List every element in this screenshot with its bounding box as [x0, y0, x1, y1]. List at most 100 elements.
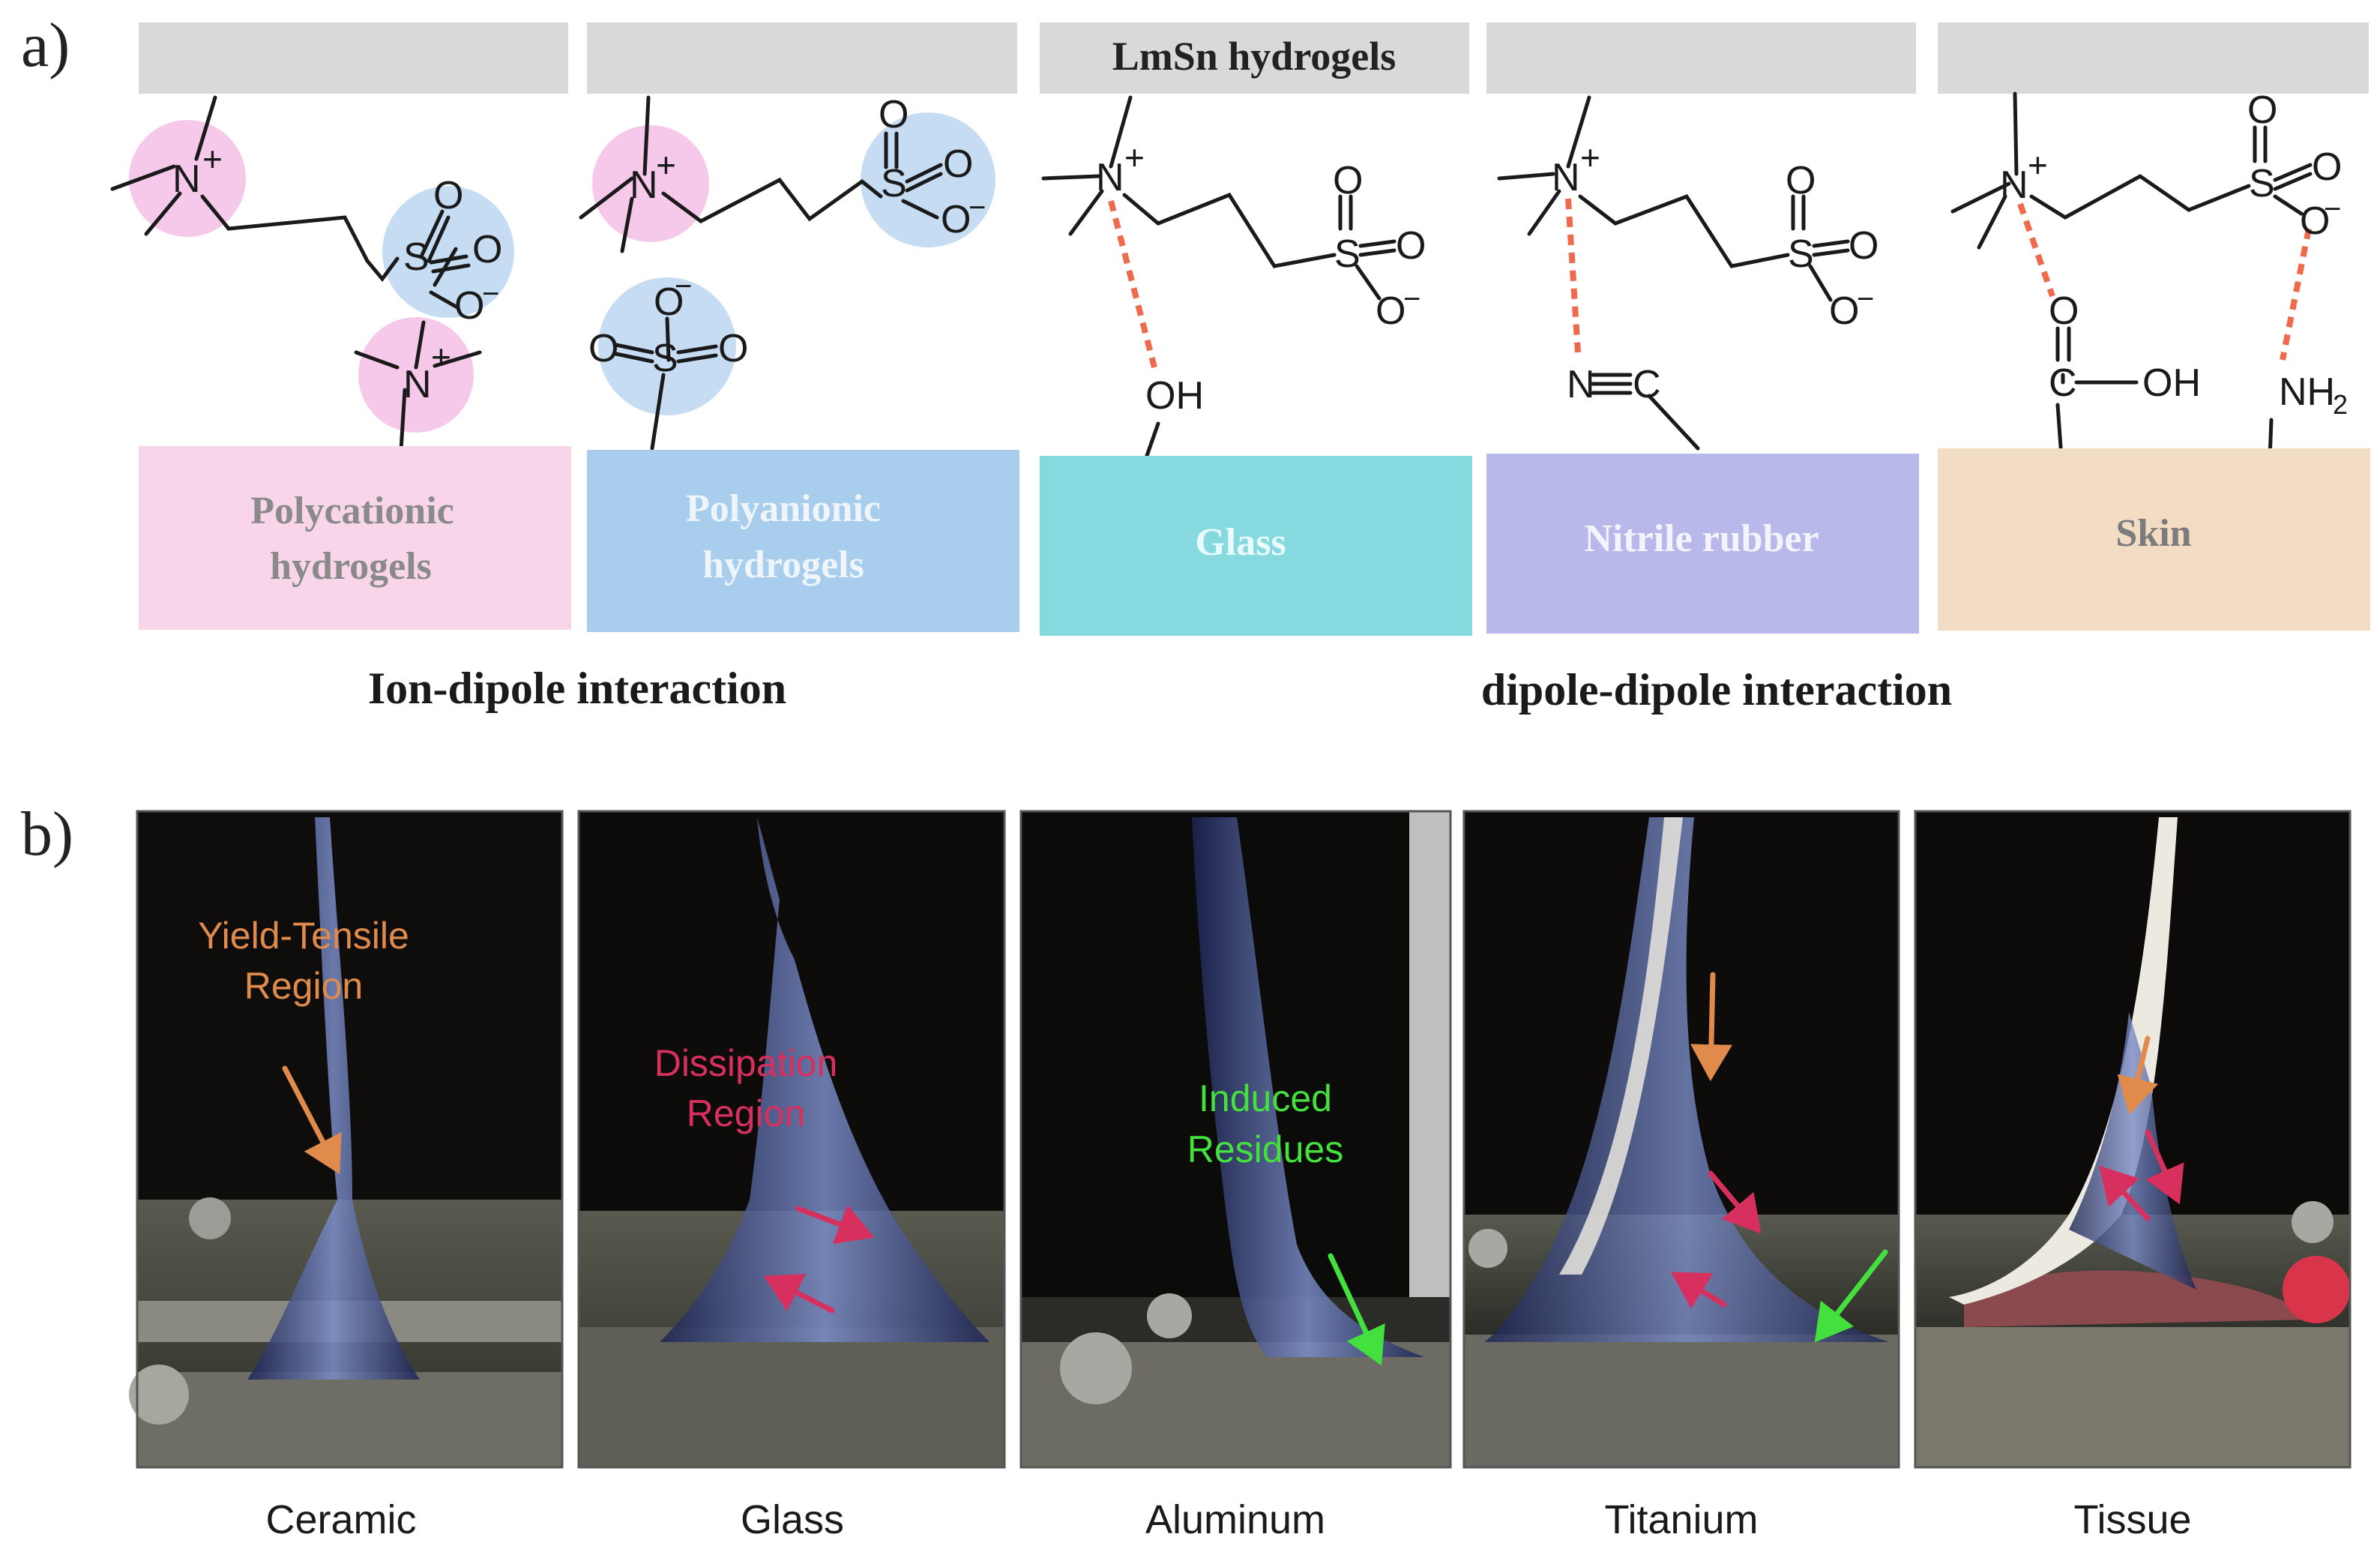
oxygen-label: O	[1786, 159, 1816, 202]
box-glass	[1040, 456, 1472, 636]
caption-titanium: Titanium	[1604, 1497, 1758, 1542]
oxygen-label: O	[472, 228, 502, 271]
oxygen-label: O	[2247, 88, 2277, 132]
header-bar-5	[1938, 22, 2369, 94]
carbonyl-c-label: C	[2049, 361, 2077, 405]
minus-label: −	[1857, 283, 1874, 316]
annotation-arrows	[282, 972, 2184, 1366]
minus-label: −	[675, 270, 692, 303]
caption-aluminum: Aluminum	[1145, 1497, 1325, 1542]
cation-circle-3	[592, 125, 709, 242]
header-bar-1	[139, 22, 568, 94]
nitrogen-label: N	[2000, 163, 2028, 207]
dissipation-arrow	[763, 1273, 835, 1314]
oxygen-minus-label: O	[454, 284, 484, 328]
dissipation-arrow	[795, 1204, 875, 1245]
oxygen-label: O	[1396, 224, 1426, 268]
interaction-label-ion-dipole: Ion-dipole interaction	[368, 664, 786, 713]
residue-label-line1: Induced	[1199, 1077, 1332, 1119]
sulfur-label: S	[403, 235, 430, 279]
oxygen-label: O	[2312, 145, 2342, 189]
header-bars: LmSn hydrogels	[139, 22, 2369, 94]
photo-glass	[577, 810, 1006, 1469]
header-bar-4	[1486, 22, 1916, 94]
oxygen-label: O	[718, 327, 748, 370]
minus-label: −	[482, 277, 499, 310]
hydroxyl-label: OH	[1145, 374, 1204, 418]
box-polycationic-line1: Polycationic	[250, 490, 454, 532]
annotation-labels: Yield-Tensile Region Dissipation Region …	[198, 915, 1343, 1170]
caption-ceramic: Ceramic	[265, 1497, 416, 1542]
bond-skeletons	[110, 91, 2313, 469]
residue-arrow	[1814, 1249, 1888, 1343]
dissipation-arrow	[1708, 1170, 1762, 1234]
nitrogen-label: N	[1552, 156, 1580, 199]
sulfur-label: S	[652, 337, 678, 380]
oxygen-minus-label: O	[941, 198, 971, 241]
minus-label: −	[2324, 193, 2341, 226]
minus-label: −	[1403, 283, 1421, 316]
cation-circle-1	[129, 120, 246, 237]
yield-arrow	[282, 1065, 342, 1175]
yield-label-line2: Region	[244, 965, 363, 1007]
nitrile-n-label: N	[1567, 363, 1595, 406]
plus-label: +	[202, 139, 223, 178]
panel-b-label: b)	[21, 799, 73, 869]
sulfur-label: S	[881, 162, 907, 205]
caption-tissue: Tissue	[2073, 1497, 2191, 1542]
interaction-label-dipole-dipole: dipole-dipole interaction	[1481, 665, 1952, 715]
dashed-interactions	[1108, 198, 2312, 369]
caption-glass: Glass	[741, 1497, 844, 1542]
plus-label: +	[1580, 138, 1600, 177]
oxygen-label: O	[2049, 289, 2079, 333]
box-skin-label: Skin	[2115, 512, 2191, 555]
photo-captions: Ceramic Glass Aluminum Titanium Tissue	[265, 1497, 2191, 1542]
plus-label: +	[431, 337, 451, 376]
box-skin	[1938, 448, 2370, 631]
box-nitrile-label: Nitrile rubber	[1584, 517, 1819, 560]
header-bar-2	[587, 22, 1017, 94]
box-nitrile	[1486, 454, 1919, 634]
box-glass-label: Glass	[1195, 521, 1286, 564]
sulfur-label: S	[1788, 232, 1814, 276]
dissipation-arrow	[2099, 1165, 2151, 1221]
nitrogen-label: N	[403, 363, 432, 406]
amine-label: NH	[2279, 370, 2335, 414]
box-polycationic	[139, 446, 571, 630]
dissipation-arrow	[1671, 1272, 1727, 1309]
yield-arrow	[2117, 1035, 2159, 1115]
dissipation-arrow	[2145, 1129, 2184, 1205]
oxygen-minus-label: O	[2300, 199, 2330, 243]
plus-label: +	[656, 145, 676, 184]
yield-arrow	[1690, 972, 1732, 1081]
nitrile-c-label: C	[1633, 363, 1661, 406]
nitrogen-label: N	[1096, 156, 1124, 199]
box-polycationic-line2: hydrogels	[270, 545, 432, 588]
dissipation-label-line2: Region	[687, 1092, 805, 1134]
plus-label: +	[2028, 145, 2048, 184]
sulfur-label: S	[2249, 162, 2275, 205]
substrate-boxes: Polycationic hydrogels Polyanionic hydro…	[139, 446, 2370, 636]
residue-arrow	[1328, 1253, 1385, 1366]
photo-ceramic	[129, 810, 564, 1469]
photo-titanium	[1462, 810, 1900, 1469]
oxygen-label: O	[588, 327, 618, 370]
box-polyanionic-line2: hydrogels	[702, 544, 864, 586]
anion-circle-1	[382, 186, 514, 318]
oxygen-minus-label: O	[1829, 289, 1859, 333]
residue-label-line2: Residues	[1187, 1128, 1343, 1170]
header-title: LmSn hydrogels	[1112, 34, 1397, 79]
oxygen-label: O	[879, 93, 909, 136]
oxygen-label: O	[1849, 224, 1879, 268]
oxygen-label: O	[433, 174, 463, 217]
oxygen-minus-label: O	[1376, 289, 1406, 333]
oxygen-minus-label: O	[654, 280, 684, 324]
minus-label: −	[968, 191, 986, 224]
cation-circle-2	[358, 317, 474, 433]
header-bar-3	[1040, 22, 1469, 94]
yield-label-line1: Yield-Tensile	[198, 915, 409, 957]
panel-a: a) LmSn hydrogels	[21, 10, 2370, 715]
dissipation-label-line1: Dissipation	[654, 1042, 838, 1084]
nitrogen-label: N	[630, 163, 658, 207]
